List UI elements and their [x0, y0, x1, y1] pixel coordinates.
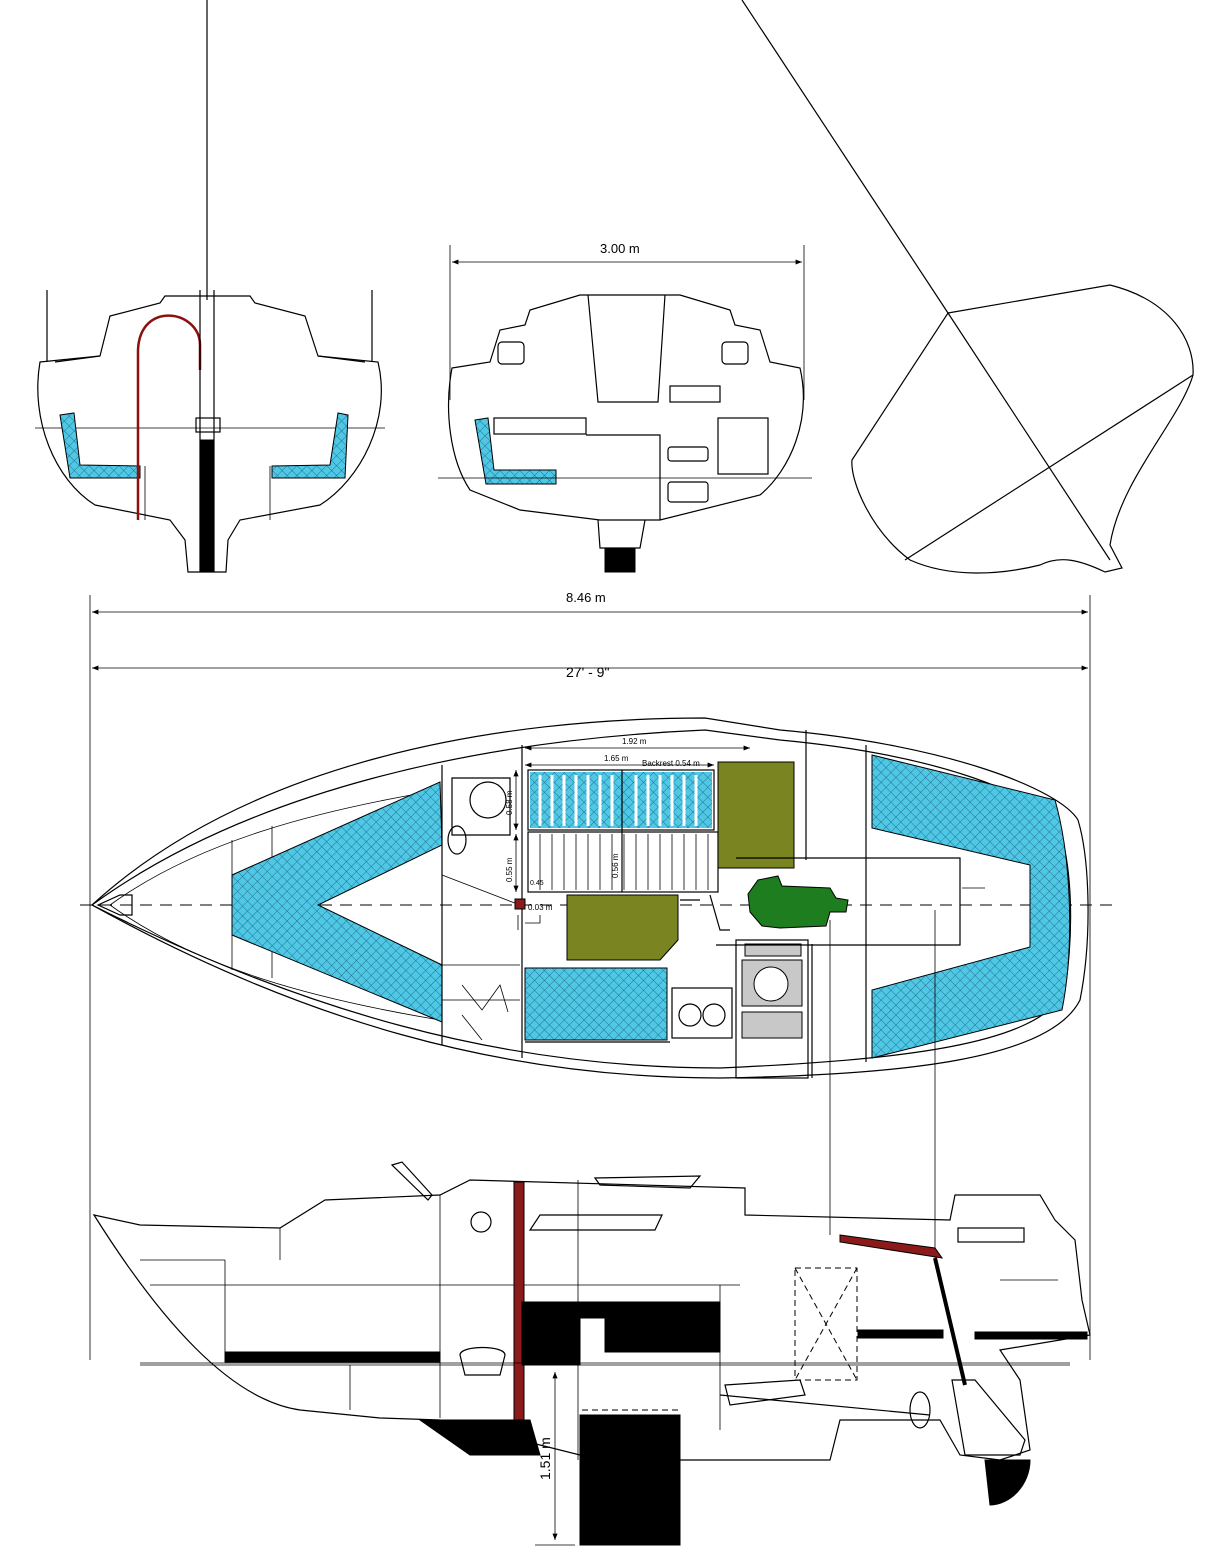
small-label: 0.45 [530, 880, 544, 887]
length-metric-label: 8.46 m [566, 590, 606, 605]
plan-view: 1.92 m 1.65 m Backrest 0.54 m 0.58 m 0.5… [80, 717, 1120, 1079]
section-view-forward [35, 290, 385, 573]
beam-dim-label: 3.00 m [600, 241, 640, 256]
berth-slats-lower [539, 834, 709, 890]
seat-width-label: 0.55 m [505, 857, 514, 882]
keel-profile-view [851, 284, 1194, 574]
draft-label: 1.51 m [537, 1437, 553, 1480]
seat-length-label: 1.65 m [604, 754, 629, 763]
berth-slats-upper-lines [538, 775, 698, 826]
section-view-mid: 3.00 m [438, 241, 812, 573]
forestay-line [741, 0, 949, 314]
seat-inner-label: 0.56 m [611, 853, 620, 878]
profile-view: 1.51 m [92, 1161, 1091, 1546]
gap-label: 0.03 m [528, 903, 553, 912]
backrest-label: Backrest 0.54 m [642, 759, 700, 768]
berth-slats-upper [530, 772, 712, 828]
length-imperial-label: 27' - 9" [566, 664, 609, 680]
berth-length-label: 1.92 m [622, 737, 647, 746]
berth-width-label: 0.58 m [505, 790, 514, 815]
